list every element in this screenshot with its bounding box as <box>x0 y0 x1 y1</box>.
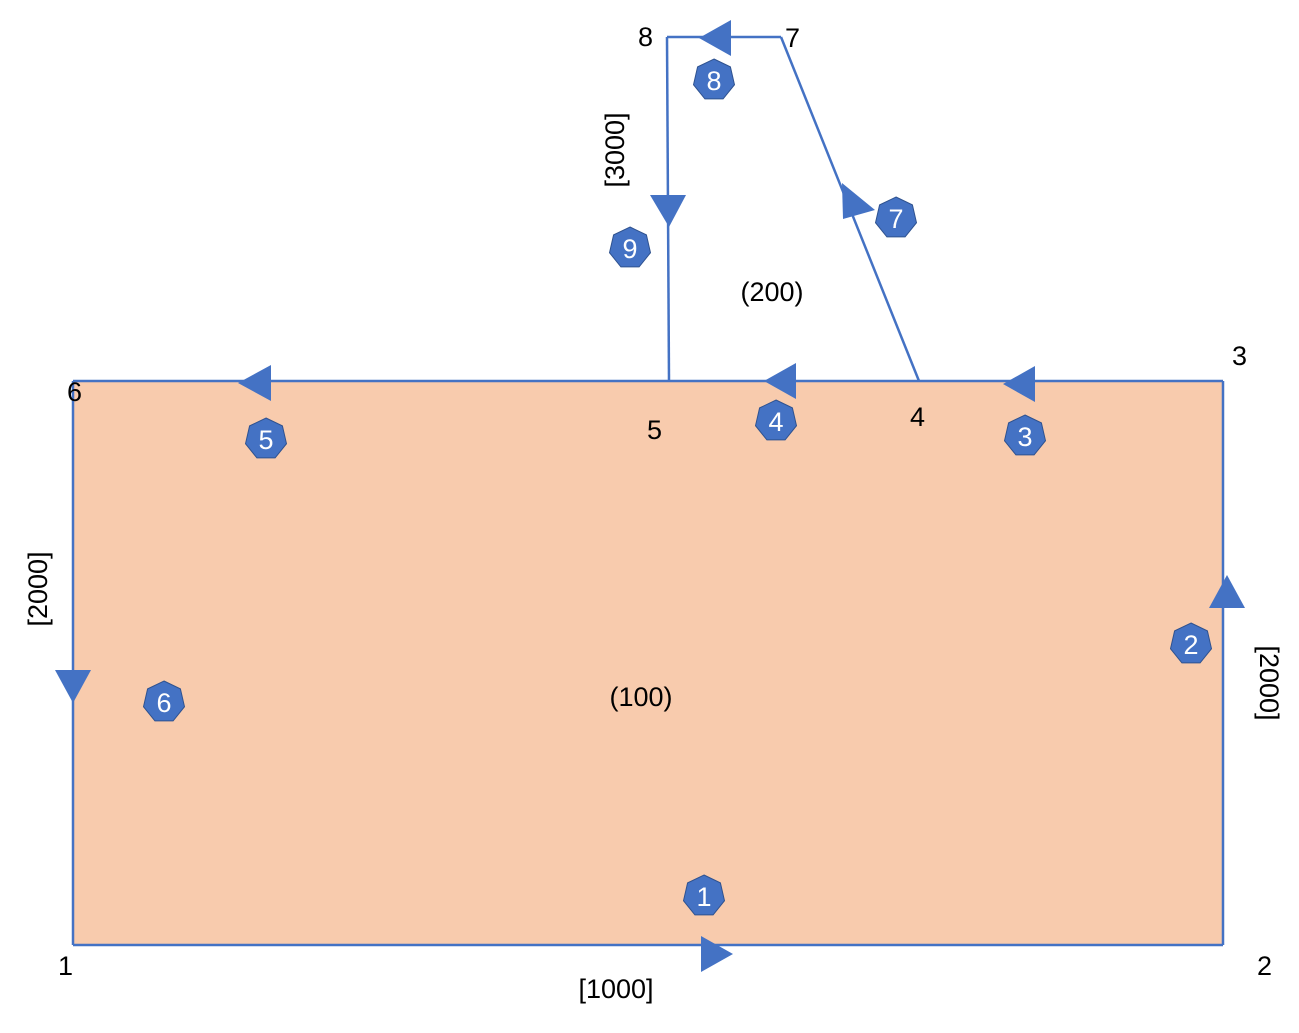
dim-top-label: [3000] <box>600 112 630 187</box>
heptagon-badge-icon <box>754 399 798 441</box>
edge-7-badge: 7 <box>874 196 918 238</box>
dim-right-label: [2000] <box>1254 645 1284 720</box>
region-100-area <box>73 381 1223 945</box>
node-4-label: 4 <box>910 402 925 432</box>
edge-4-arrow-icon <box>764 363 796 399</box>
edge-8-arrow-icon <box>699 20 731 56</box>
edge-6-badge-number: 6 <box>156 688 171 718</box>
node-1-label: 1 <box>58 951 73 981</box>
dim-left-label: [2000] <box>23 551 53 626</box>
edges <box>71 35 1225 947</box>
node-5-label: 5 <box>647 415 662 445</box>
edge-1-arrow-icon <box>701 936 733 972</box>
edge-6-arrow-icon <box>55 670 91 703</box>
edge-1-badge: 1 <box>682 874 726 916</box>
heptagon-badge-icon <box>692 58 736 100</box>
node-3-label: 3 <box>1232 341 1247 371</box>
node-6-label: 6 <box>67 377 82 407</box>
edge-markers <box>55 20 1245 972</box>
region-100-label: (100) <box>609 682 672 712</box>
heptagon-badge-icon <box>1169 622 1213 664</box>
edge-2-badge: 2 <box>1169 622 1213 664</box>
edge-4-badge-number: 4 <box>768 407 783 437</box>
region-labels: (100) (200) <box>609 277 803 712</box>
edge-9-badge: 9 <box>608 226 652 268</box>
edge-8-badge-number: 8 <box>706 66 721 96</box>
edge-6-badge: 6 <box>142 680 186 722</box>
node-7-label: 7 <box>785 23 800 53</box>
edge-3-badge-number: 3 <box>1017 422 1032 452</box>
edge-3-badge: 3 <box>1003 414 1047 456</box>
heptagon-badge-icon <box>244 417 288 459</box>
heptagon-badge-icon <box>142 680 186 722</box>
node-2-label: 2 <box>1257 951 1272 981</box>
edge-2-badge-number: 2 <box>1183 630 1198 660</box>
heptagon-badge-icon <box>682 874 726 916</box>
edge-9-arrow-icon <box>650 195 686 227</box>
edge-7-badge-number: 7 <box>888 204 903 234</box>
edge-4-badge: 4 <box>754 399 798 441</box>
edge-badges: 1 2 3 4 5 6 7 8 9 <box>142 58 1213 916</box>
edge-7-arrow-icon <box>842 183 875 219</box>
edge-1-badge-number: 1 <box>696 882 711 912</box>
edge-9-badge-number: 9 <box>622 234 637 264</box>
edge-5-badge: 5 <box>244 417 288 459</box>
node-8-label: 8 <box>638 22 653 52</box>
edge-5-badge-number: 5 <box>258 425 273 455</box>
edge-8-badge: 8 <box>692 58 736 100</box>
edge-2-arrow-icon <box>1209 575 1245 608</box>
heptagon-badge-icon <box>874 196 918 238</box>
region-200-label: (200) <box>740 277 803 307</box>
edge-5-arrow-icon <box>238 365 271 401</box>
heptagon-badge-icon <box>608 226 652 268</box>
heptagon-badge-icon <box>1003 414 1047 456</box>
dim-bottom-label: [1000] <box>578 974 653 1004</box>
dimension-labels: [1000] [2000] [2000] [3000] <box>23 112 1284 1004</box>
node-labels: 1 2 3 4 5 6 7 8 <box>58 22 1272 981</box>
edge-3-arrow-icon <box>1003 366 1035 402</box>
